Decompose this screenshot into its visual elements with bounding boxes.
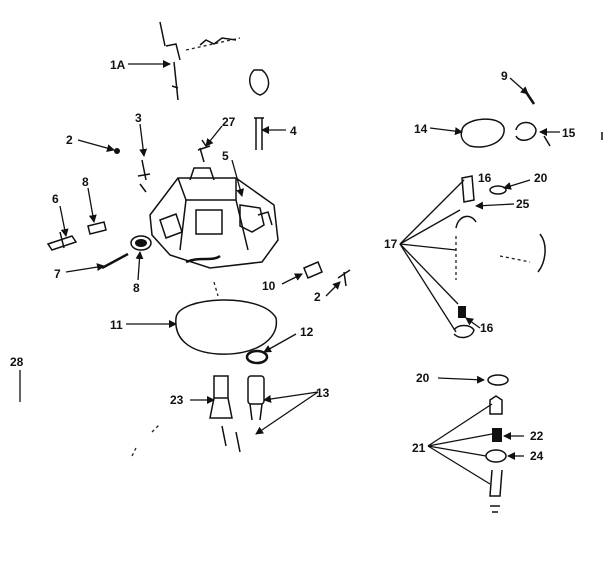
label-27: 27 <box>222 115 236 129</box>
part-11-gasket <box>175 281 278 355</box>
part-7-needle <box>101 252 129 270</box>
part-23-jet <box>209 375 233 419</box>
label-13: 13 <box>316 386 330 400</box>
label-4: 4 <box>290 124 297 138</box>
label-11: 11 <box>110 318 123 332</box>
label-1a: 1A <box>110 58 126 72</box>
label-23: 23 <box>170 393 184 407</box>
leader-lines <box>19 60 560 485</box>
part-2-screw-lower <box>337 269 351 287</box>
label-20-lower: 20 <box>416 371 430 385</box>
label-24: 24 <box>530 449 544 463</box>
part-10-float-pin <box>303 261 323 279</box>
label-8-lower: 8 <box>133 281 140 295</box>
part-4-shaft <box>249 69 270 150</box>
label-14: 14 <box>414 122 428 136</box>
label-3: 3 <box>135 111 142 125</box>
label-8-top: 8 <box>82 175 89 189</box>
part-12-washer <box>245 349 269 365</box>
part-labels: 1A 2 3 27 4 5 6 8 7 8 10 2 11 12 13 23 2… <box>10 58 576 463</box>
label-28: 28 <box>10 355 24 369</box>
label-15: 15 <box>562 126 576 140</box>
part-13-nozzle <box>247 375 265 421</box>
label-10: 10 <box>262 279 276 293</box>
part-16-spring-lower <box>453 306 475 339</box>
part-21-main-jet-stack <box>485 395 507 513</box>
label-25: 25 <box>516 197 530 211</box>
part-float-bowl <box>455 215 546 280</box>
label-16-lower: 16 <box>480 321 494 335</box>
part-8-spring-top <box>87 221 107 235</box>
part-bowl-drain <box>131 423 241 457</box>
label-20-top: 20 <box>534 171 548 185</box>
part-20-washer-top <box>489 185 507 195</box>
part-20-washer-lower <box>487 374 509 386</box>
part-2-screw-top <box>114 148 120 154</box>
part-16-spring-top <box>461 175 475 203</box>
part-8-seat-ring <box>130 235 152 251</box>
part-carburetor-body <box>149 167 279 269</box>
label-22: 22 <box>530 429 544 443</box>
label-17: 17 <box>384 237 398 251</box>
label-21: 21 <box>412 441 426 455</box>
label-16-top: 16 <box>478 171 492 185</box>
label-7: 7 <box>54 267 61 281</box>
part-1a-throttle-shaft <box>159 21 241 101</box>
label-5: 5 <box>222 149 229 163</box>
part-3-screw <box>137 159 151 193</box>
label-2-top: 2 <box>66 133 73 147</box>
part-6-idle-screw <box>46 231 78 251</box>
part-14-gasket <box>460 118 505 148</box>
label-12: 12 <box>300 325 314 339</box>
label-6: 6 <box>52 192 59 206</box>
part-15-fitting <box>515 121 603 147</box>
label-2-lower: 2 <box>314 290 321 304</box>
label-9: 9 <box>501 69 508 83</box>
